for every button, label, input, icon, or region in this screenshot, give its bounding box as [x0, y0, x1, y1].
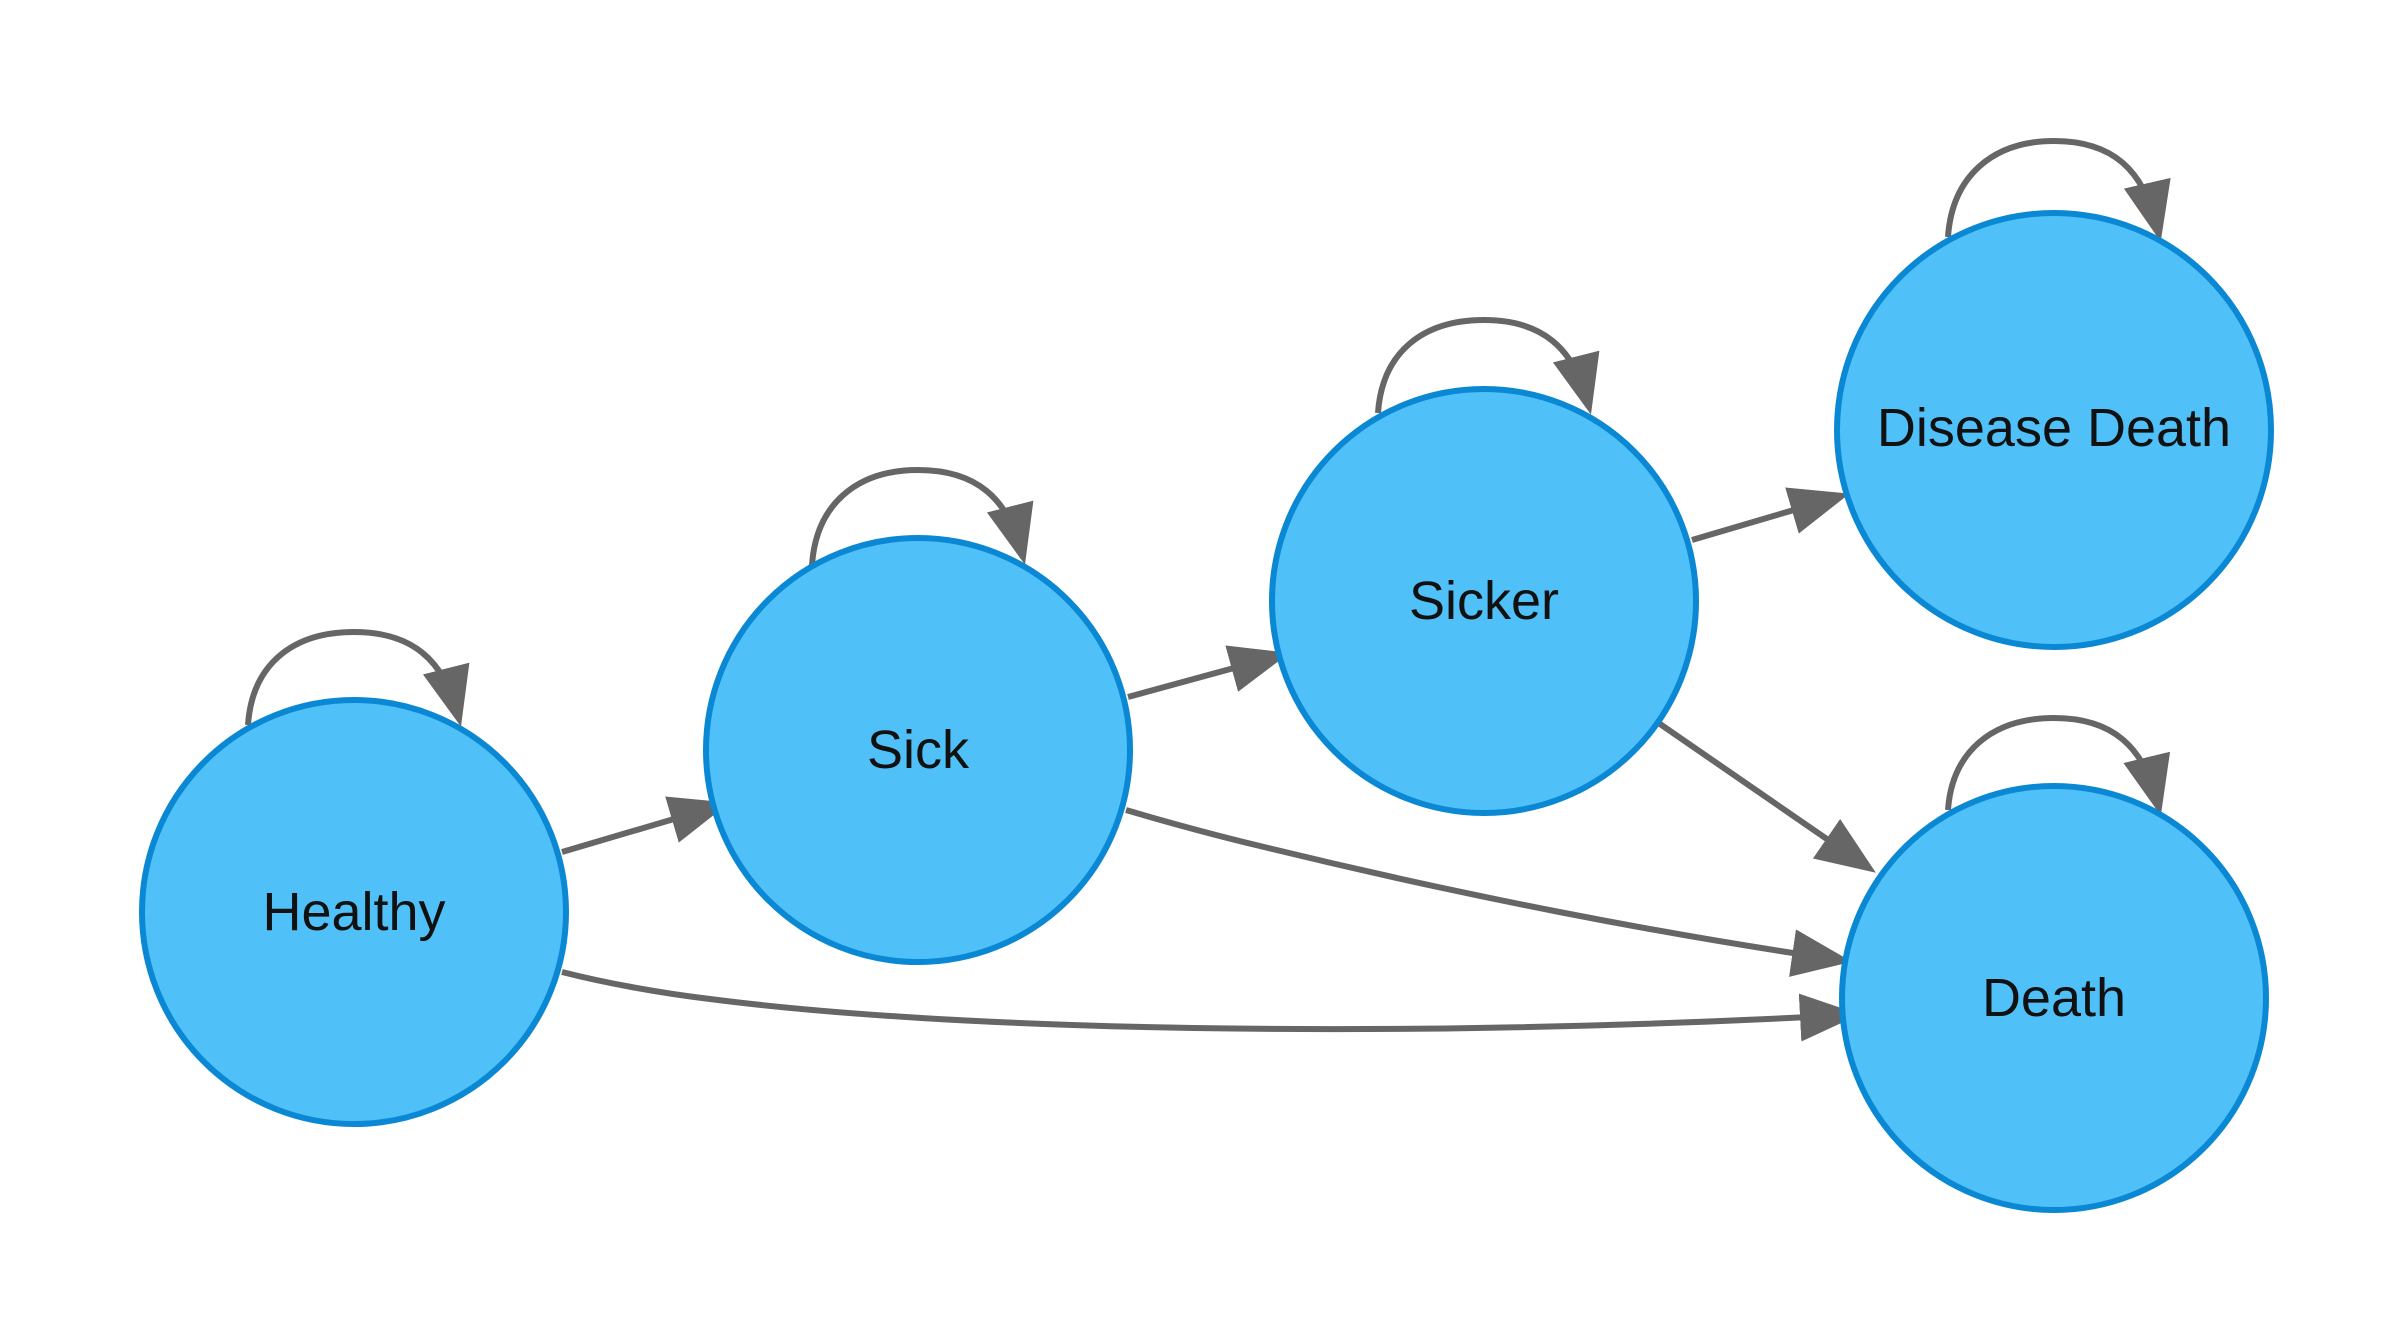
edge-sick-self-loop	[809, 466, 1034, 566]
edge-healthy-to-sick	[561, 796, 730, 855]
edge-sick-to-sicker	[1127, 645, 1290, 700]
edge-disease-death-self-loop	[1945, 137, 2171, 242]
edge-death-self-loop	[1945, 714, 2171, 816]
node-death[interactable]: Death	[1839, 783, 2269, 1213]
edge-sicker-to-disease-death	[1691, 487, 1850, 543]
node-label-disease-death: Disease Death	[1877, 398, 2231, 458]
node-disease-death[interactable]: Disease Death	[1834, 210, 2274, 650]
edge-sicker-self-loop	[1375, 316, 1600, 415]
node-sick[interactable]: Sick	[703, 535, 1133, 965]
node-label-healthy: Healthy	[262, 882, 445, 942]
edges-layer	[245, 137, 2171, 1042]
edge-healthy-self-loop	[245, 628, 470, 727]
node-label-death: Death	[1982, 968, 2126, 1028]
node-sicker[interactable]: Sicker	[1269, 386, 1699, 816]
node-healthy[interactable]: Healthy	[139, 697, 569, 1127]
edge-sick-to-death	[1125, 807, 1852, 977]
nodes-layer: Healthy Sick Sicker Disease Death Death	[139, 210, 2274, 1213]
node-label-sicker: Sicker	[1409, 571, 1559, 631]
node-label-sick: Sick	[867, 720, 970, 780]
edge-healthy-to-death	[561, 969, 1860, 1042]
edge-sicker-to-death	[1658, 721, 1876, 873]
